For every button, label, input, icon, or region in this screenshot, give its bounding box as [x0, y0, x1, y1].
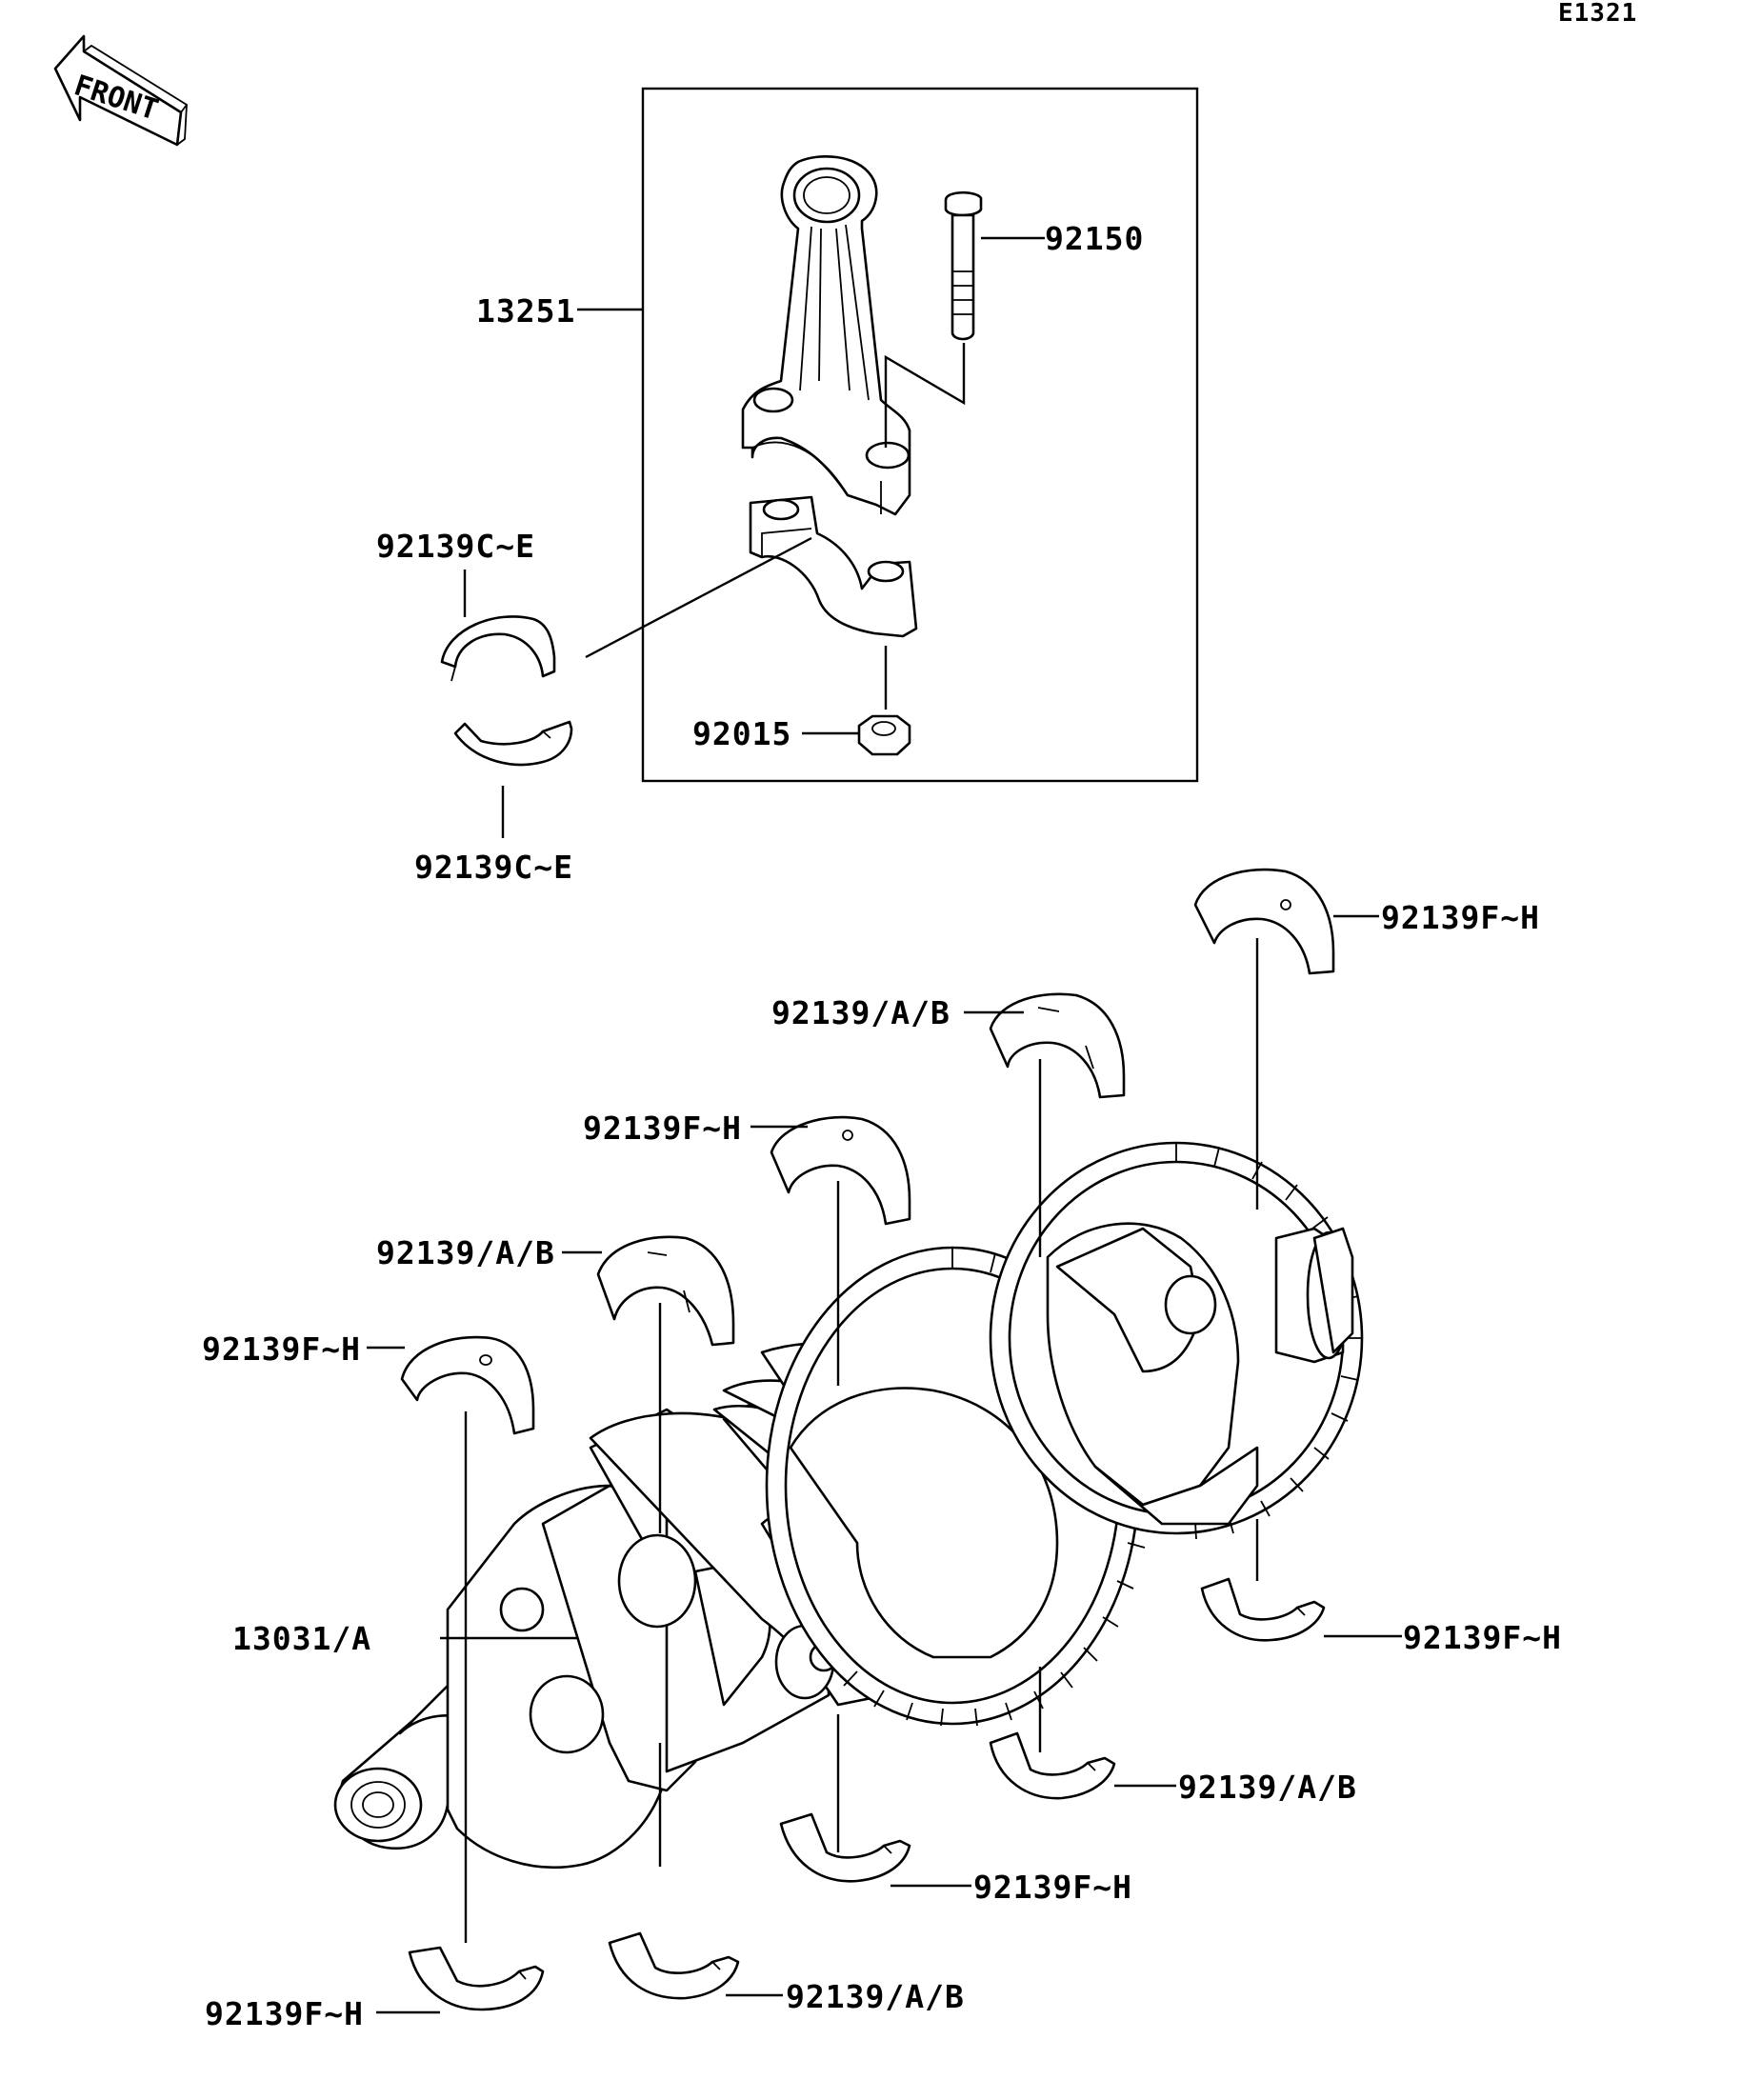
- label-lower-bearing-5: 92139F~H: [1403, 1619, 1562, 1656]
- crankshaft: [333, 1141, 1364, 1869]
- main-bearing-lower-2: [608, 1931, 740, 2000]
- conrod-group-box: [641, 87, 1199, 783]
- conrod-cap: [749, 495, 918, 638]
- label-upper-bearing-4: 92139/A/B: [771, 994, 951, 1031]
- front-direction-arrow: FRONT: [53, 34, 189, 147]
- connecting-rod: [741, 155, 911, 516]
- label-lower-bearing-2: 92139/A/B: [786, 1978, 965, 2015]
- main-bearing-lower-5: [1200, 1577, 1326, 1642]
- label-conrod-bolt: 92150: [1045, 220, 1144, 257]
- main-bearing-lower-3: [779, 1812, 911, 1883]
- label-conrod-bearing-lower: 92139C~E: [414, 849, 573, 886]
- conrod-bearing-lower: [453, 720, 573, 767]
- main-bearing-upper-2: [596, 1235, 735, 1347]
- main-bearing-upper-4: [989, 992, 1126, 1099]
- main-bearing-upper-3: [770, 1115, 911, 1226]
- label-conrod-bearing-upper: 92139C~E: [376, 528, 535, 565]
- label-upper-bearing-5: 92139F~H: [1381, 899, 1540, 936]
- label-upper-bearing-3: 92139F~H: [583, 1110, 742, 1147]
- conrod-nut: [857, 714, 911, 756]
- conrod-bolt: [944, 190, 983, 341]
- diagram-code: E1321: [1558, 0, 1637, 28]
- label-lower-bearing-3: 92139F~H: [973, 1869, 1132, 1906]
- label-upper-bearing-2: 92139/A/B: [376, 1234, 555, 1271]
- label-lower-bearing-1: 92139F~H: [205, 1995, 364, 2032]
- main-bearing-lower-1: [408, 1946, 545, 2011]
- label-conrod-nut: 92015: [692, 715, 791, 752]
- label-crankshaft: 13031/A: [232, 1620, 371, 1657]
- label-connecting-rod: 13251: [476, 292, 575, 330]
- label-upper-bearing-1: 92139F~H: [202, 1330, 361, 1368]
- main-bearing-lower-4: [989, 1731, 1116, 1800]
- main-bearing-upper-5: [1193, 868, 1335, 975]
- label-lower-bearing-4: 92139/A/B: [1178, 1769, 1357, 1806]
- conrod-bearing-upper: [440, 615, 556, 682]
- main-bearing-upper-1: [400, 1335, 535, 1435]
